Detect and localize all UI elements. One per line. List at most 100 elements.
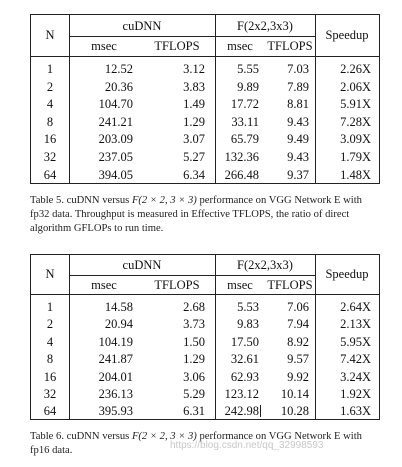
cell-n: 4 [46, 334, 54, 349]
cell-speedup: 1.92X [340, 387, 371, 401]
cell-n: 64 [43, 167, 57, 182]
cell-f-tflops: 7.89 [287, 79, 309, 94]
cell-f-msec: 33.11 [231, 114, 259, 129]
caption-table-6: Table 6. cuDNN versus F(2 × 2, 3 × 3) pe… [30, 431, 362, 456]
cell-speedup: 7.28X [340, 114, 371, 129]
cell-speedup: 5.95X [340, 334, 371, 349]
cell-f-msec: 242.98 [224, 404, 259, 419]
table-header: N cuDNN F(2x2,3x3) msec TFLOPS msec TFLO… [31, 255, 379, 295]
header-cudnn: cuDNN [122, 19, 162, 33]
cell-cudnn-tflops: 2.68 [183, 300, 205, 314]
cell-speedup: 7.42X [340, 352, 371, 367]
cell-speedup: 3.09X [340, 132, 371, 147]
cell-f-msec: 17.50 [230, 334, 259, 349]
cell-f-tflops: 7.03 [287, 62, 309, 76]
cell-cudnn-tflops: 3.07 [183, 132, 205, 147]
cell-n: 8 [46, 114, 54, 129]
cell-f-msec: 32.61 [230, 352, 259, 367]
cell-f-msec: 5.55 [237, 62, 259, 76]
header-tflops: TFLOPS [154, 39, 200, 53]
text-cursor-mark [260, 405, 261, 418]
watermark: https://blog.csdn.net/qq_32998593 [170, 440, 324, 451]
header-msec: msec [227, 278, 253, 292]
cell-speedup: 2.13X [340, 317, 371, 332]
cell-speedup: 2.06X [340, 79, 371, 94]
cell-f-tflops: 10.28 [280, 404, 309, 419]
cell-cudnn-tflops: 1.29 [183, 352, 205, 367]
cell-n: 1 [46, 300, 54, 314]
cell-n: 2 [46, 79, 54, 94]
cell-cudnn-msec: 204.01 [98, 369, 133, 384]
header-n: N [45, 267, 55, 281]
cell-n: 32 [43, 150, 57, 164]
cell-f-msec: 123.12 [224, 387, 259, 401]
cell-cudnn-tflops: 1.29 [183, 114, 205, 129]
cell-f-msec: 9.89 [237, 79, 259, 94]
cell-f-msec: 5.53 [237, 300, 259, 314]
cell-f-msec: 17.72 [230, 97, 259, 112]
cell-cudnn-tflops: 1.50 [183, 334, 205, 349]
cell-f-tflops: 8.92 [287, 334, 309, 349]
cell-cudnn-tflops: 3.12 [183, 62, 205, 76]
cell-f-tflops: 9.49 [287, 132, 309, 147]
caption-math: F(2 × 2, 3 × 3) [131, 195, 197, 206]
table-6: N cuDNN F(2x2,3x3) msec TFLOPS msec TFLO… [30, 254, 380, 420]
cell-f-tflops: 9.37 [287, 167, 309, 182]
cell-f-msec: 62.93 [230, 369, 259, 384]
header-cudnn: cuDNN [122, 258, 162, 272]
header-msec: msec [91, 278, 117, 292]
header-winograd: F(2x2,3x3) [237, 19, 293, 33]
table-header: N cuDNN F(2x2,3x3) msec TFLOPS msec TFLO… [31, 15, 379, 57]
cell-cudnn-msec: 203.09 [98, 132, 133, 147]
cell-cudnn-tflops: 3.73 [183, 317, 205, 332]
cell-n: 8 [46, 352, 54, 367]
cell-cudnn-msec: 395.93 [98, 404, 133, 419]
cell-cudnn-tflops: 5.27 [183, 150, 205, 164]
header-n: N [45, 28, 55, 42]
cell-speedup: 1.79X [340, 150, 371, 164]
cell-cudnn-msec: 20.36 [104, 79, 133, 94]
header-speedup: Speedup [325, 28, 369, 42]
cell-f-tflops: 10.14 [280, 387, 309, 401]
header-tflops: TFLOPS [267, 278, 313, 292]
cell-cudnn-msec: 237.05 [98, 150, 133, 164]
cell-n: 16 [43, 132, 57, 147]
cell-cudnn-tflops: 3.06 [183, 369, 205, 384]
cell-cudnn-msec: 241.87 [98, 352, 133, 367]
cell-cudnn-msec: 394.05 [98, 167, 133, 182]
cell-f-msec: 266.48 [224, 167, 259, 182]
cell-cudnn-msec: 236.13 [98, 387, 133, 401]
header-winograd: F(2x2,3x3) [237, 258, 293, 272]
cell-n: 2 [46, 317, 54, 332]
cell-f-tflops: 8.81 [287, 97, 309, 112]
cell-cudnn-msec: 241.21 [98, 114, 133, 129]
cell-f-msec: 65.79 [230, 132, 259, 147]
cell-n: 16 [43, 369, 57, 384]
cell-speedup: 2.26X [340, 62, 371, 76]
cell-speedup: 1.48X [340, 167, 371, 182]
cell-cudnn-tflops: 1.49 [183, 97, 205, 112]
cell-f-tflops: 9.57 [287, 352, 309, 367]
cell-n: 4 [46, 97, 54, 112]
header-tflops: TFLOPS [154, 278, 200, 292]
caption-table-5: Table 5. cuDNN versus F(2 × 2, 3 × 3) pe… [30, 195, 362, 234]
cell-cudnn-tflops: 6.34 [183, 167, 205, 182]
cell-f-tflops: 9.92 [287, 369, 309, 384]
cell-n: 64 [43, 404, 57, 419]
cell-f-msec: 132.36 [224, 150, 259, 164]
cell-speedup: 5.91X [340, 97, 371, 112]
cell-cudnn-tflops: 3.83 [183, 79, 205, 94]
cell-f-msec: 9.83 [237, 317, 259, 332]
cell-n: 1 [46, 62, 54, 76]
cell-f-tflops: 9.43 [287, 150, 309, 164]
cell-cudnn-tflops: 5.29 [183, 387, 205, 401]
cell-f-tflops: 7.06 [287, 300, 309, 314]
header-tflops: TFLOPS [267, 39, 313, 53]
cell-speedup: 3.24X [340, 369, 371, 384]
cell-cudnn-msec: 104.19 [98, 334, 133, 349]
cell-cudnn-msec: 14.58 [104, 300, 133, 314]
header-msec: msec [227, 39, 253, 53]
cell-cudnn-msec: 104.70 [98, 97, 133, 112]
